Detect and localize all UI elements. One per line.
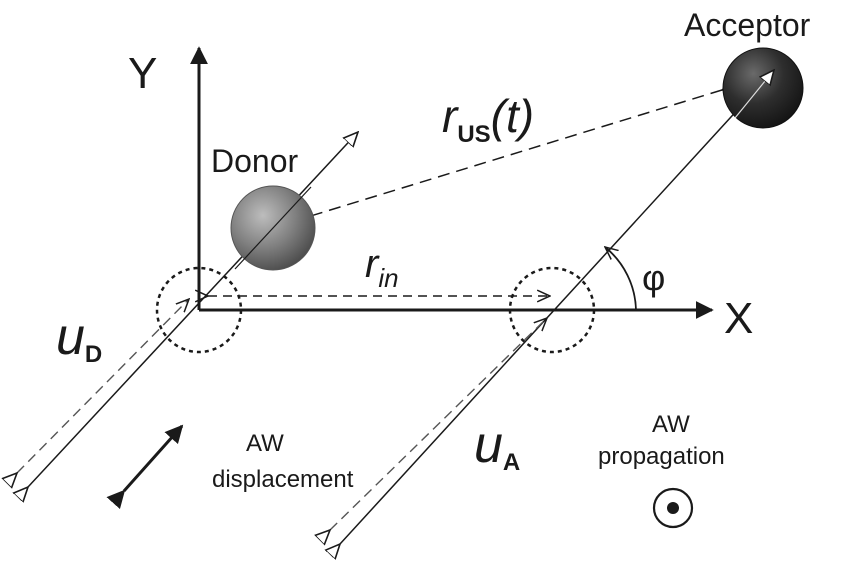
- x-axis-label: X: [724, 294, 753, 343]
- aw-propagation-label-line2: propagation: [598, 443, 725, 470]
- u-a-vector: [330, 318, 547, 530]
- aw-propagation-dot: [667, 502, 679, 514]
- u-d-vector: [17, 299, 189, 473]
- r-us-arrow: [278, 90, 722, 226]
- acceptor-label: Acceptor: [684, 7, 811, 43]
- aw-displacement-arrow: [106, 424, 184, 510]
- r-in-label: rin: [365, 242, 399, 293]
- angle-arc: [605, 247, 637, 311]
- aw-displacement-label-line1: AW: [246, 430, 284, 457]
- aw-propagation-label-line1: AW: [652, 411, 690, 438]
- r-us-label: rUS(t): [442, 90, 534, 148]
- u-a-label: uA: [474, 416, 520, 476]
- aw-displacement-label-line2: displacement: [212, 466, 354, 493]
- u-d-label: uD: [56, 308, 102, 368]
- donor-label: Donor: [211, 143, 299, 179]
- donor-axis-overlay: [234, 186, 312, 270]
- acceptor-axis-overlay: [734, 70, 774, 119]
- angle-phi-label: φ: [642, 257, 665, 298]
- acceptor-sphere: [722, 47, 804, 129]
- y-axis-label: Y: [128, 49, 157, 98]
